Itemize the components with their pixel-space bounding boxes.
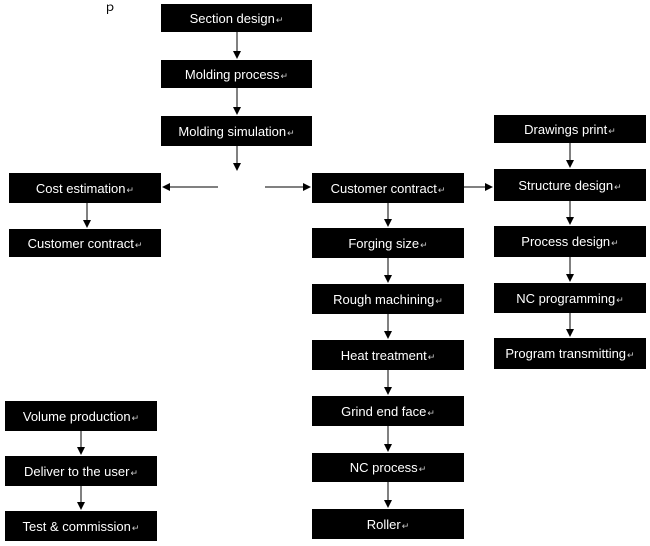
return-mark: ↵ bbox=[427, 351, 436, 362]
box-molding-process: Molding process↵ bbox=[161, 60, 312, 88]
box-roller: Roller↵ bbox=[312, 509, 464, 539]
return-mark: ↵ bbox=[437, 184, 446, 195]
box-heat-treatment: Heat treatment↵ bbox=[312, 340, 464, 370]
return-mark: ↵ bbox=[280, 70, 289, 81]
return-mark: ↵ bbox=[627, 350, 635, 360]
return-mark: ↵ bbox=[134, 239, 143, 250]
box-label: Heat treatment bbox=[340, 347, 427, 363]
return-mark: ↵ bbox=[287, 127, 295, 138]
box-label: Customer contract bbox=[27, 235, 134, 251]
box-label: NC process bbox=[349, 460, 418, 475]
box-label: Roller bbox=[366, 516, 401, 532]
box-test-commission: Test & commission↵ bbox=[5, 511, 157, 541]
box-label: Customer contract bbox=[330, 180, 437, 196]
return-mark: ↵ bbox=[275, 14, 284, 25]
box-label: Program transmitting bbox=[505, 346, 627, 361]
box-section-design: Section design↵ bbox=[161, 4, 312, 32]
box-label: Grind end face bbox=[341, 403, 427, 419]
box-structure-design: Structure design↵ bbox=[494, 169, 646, 201]
box-label: Deliver to the user bbox=[23, 463, 130, 479]
box-label: NC programming bbox=[516, 290, 616, 306]
box-customer-contract-left: Customer contract↵ bbox=[9, 229, 161, 257]
return-mark: ↵ bbox=[401, 520, 410, 531]
box-deliver-to-user: Deliver to the user↵ bbox=[5, 456, 157, 486]
return-mark: ↵ bbox=[131, 412, 140, 423]
box-program-transmitting: Program transmitting↵ bbox=[494, 338, 646, 369]
return-mark: ↵ bbox=[611, 238, 619, 248]
box-label: Forging size bbox=[348, 235, 420, 251]
box-label: Test & commission bbox=[22, 518, 131, 534]
stray-cursor-mark: ｐ bbox=[104, 0, 117, 14]
box-label: Drawings print bbox=[524, 121, 608, 137]
return-mark: ↵ bbox=[435, 295, 443, 306]
return-mark: ↵ bbox=[608, 125, 616, 136]
box-label: Rough machining bbox=[333, 291, 435, 307]
box-label: Molding simulation bbox=[178, 123, 287, 139]
return-mark: ↵ bbox=[130, 467, 139, 478]
box-forging-size: Forging size↵ bbox=[312, 228, 464, 258]
box-drawings-print: Drawings print↵ bbox=[494, 115, 646, 143]
return-mark: ↵ bbox=[427, 407, 435, 418]
box-label: Process design bbox=[521, 234, 611, 249]
box-label: Cost estimation bbox=[35, 180, 126, 196]
box-customer-contract-mid: Customer contract↵ bbox=[312, 173, 464, 203]
return-mark: ↵ bbox=[616, 294, 624, 305]
box-cost-estimation: Cost estimation↵ bbox=[9, 173, 161, 203]
return-mark: ↵ bbox=[614, 181, 622, 192]
box-grind-end-face: Grind end face↵ bbox=[312, 396, 464, 426]
return-mark: ↵ bbox=[131, 522, 140, 533]
box-nc-programming: NC programming↵ bbox=[494, 283, 646, 313]
return-mark: ↵ bbox=[420, 239, 428, 250]
box-label: Section design bbox=[189, 10, 275, 26]
box-label: Molding process bbox=[184, 66, 280, 82]
return-mark: ↵ bbox=[126, 184, 135, 195]
box-label: Volume production bbox=[22, 408, 131, 424]
return-mark: ↵ bbox=[418, 464, 427, 474]
box-label: Structure design bbox=[518, 177, 614, 193]
box-molding-simulation: Molding simulation↵ bbox=[161, 116, 312, 146]
box-nc-process: NC process↵ bbox=[312, 453, 464, 482]
box-volume-production: Volume production↵ bbox=[5, 401, 157, 431]
box-process-design: Process design↵ bbox=[494, 226, 646, 257]
box-rough-machining: Rough machining↵ bbox=[312, 284, 464, 314]
